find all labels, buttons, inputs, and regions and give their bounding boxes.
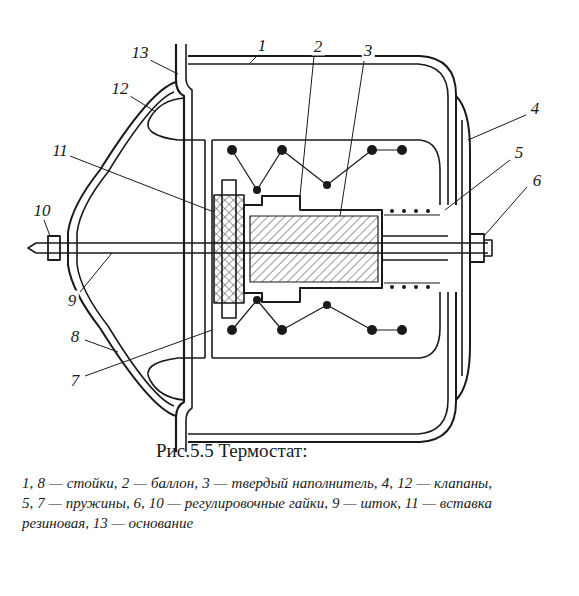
figure-caption: Рис.5.5 Термостат: — [156, 440, 307, 463]
callout-number: 8 — [69, 327, 82, 346]
callout-number: 6 — [531, 171, 544, 190]
callout-number: 9 — [66, 291, 79, 310]
callout-number: 13 — [130, 43, 151, 62]
callout-number: 11 — [50, 141, 70, 160]
callout-number: 4 — [529, 99, 542, 118]
callout-number: 1 — [256, 36, 269, 55]
leader-lines — [44, 55, 527, 376]
callout-number: 2 — [312, 37, 325, 56]
callout-number: 10 — [32, 201, 53, 220]
parts-key: 1, 8 — стойки, 2 — баллон, 3 — твердый н… — [22, 474, 492, 533]
callout-number: 12 — [110, 79, 131, 98]
callout-number: 7 — [69, 371, 82, 390]
callout-number: 3 — [362, 41, 375, 60]
callout-number: 5 — [513, 143, 526, 162]
